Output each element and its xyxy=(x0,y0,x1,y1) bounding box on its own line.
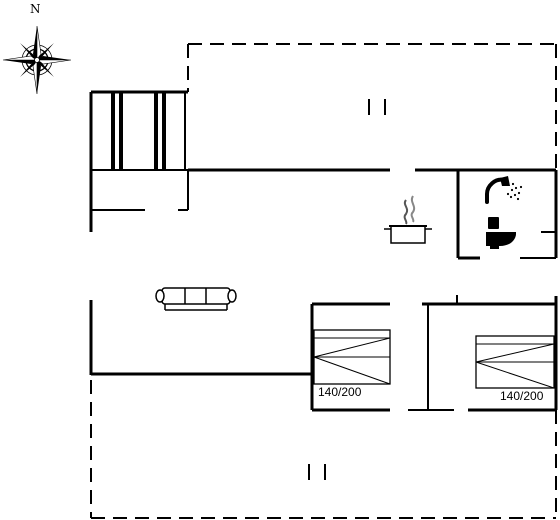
shower-icon xyxy=(485,176,523,204)
terrace-marker-top xyxy=(368,99,386,115)
double-bed-icon xyxy=(313,329,391,385)
interior-walls xyxy=(89,168,558,412)
entrance-wardrobe xyxy=(89,90,189,232)
double-bed-icon xyxy=(475,335,555,389)
toilet-icon xyxy=(486,217,516,249)
bathroom-walls xyxy=(456,170,558,260)
bed-size-label: 140/200 xyxy=(318,385,362,399)
compass-rose-icon xyxy=(2,25,72,95)
terrace-outline xyxy=(90,43,557,519)
terrace-marker-bottom xyxy=(308,464,326,480)
sofa-icon xyxy=(155,287,237,311)
bed-size-label: 140/200 xyxy=(500,389,544,403)
stove-pot-icon xyxy=(384,195,432,244)
compass-north-label: N xyxy=(30,2,41,16)
